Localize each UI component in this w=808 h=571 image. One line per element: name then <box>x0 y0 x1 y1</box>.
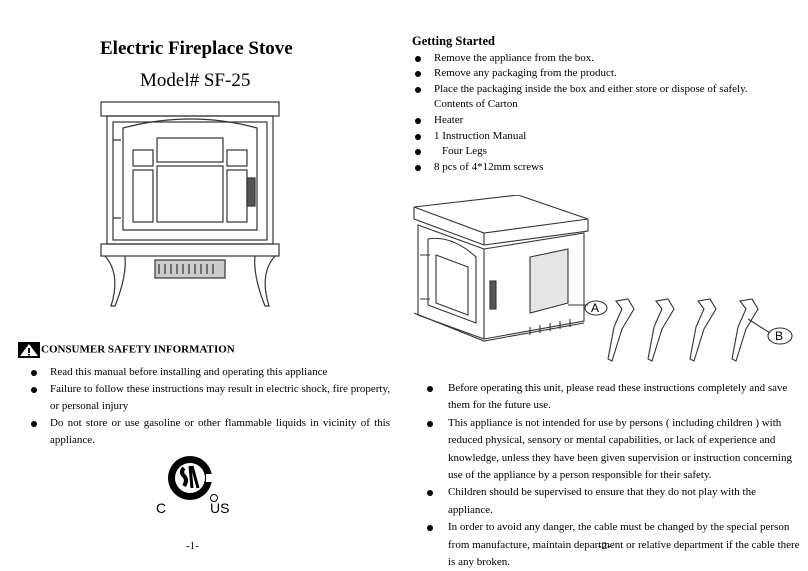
contents-list: Heater 1 Instruction Manual Four Legs 8 … <box>412 113 748 175</box>
list-item: Four Legs <box>412 144 748 160</box>
contents-heading: Contents of Carton <box>434 98 518 111</box>
model-number: Model# SF-25 <box>140 70 251 91</box>
cert-left-label: C <box>156 500 167 516</box>
csa-certification-mark: C US <box>154 454 234 520</box>
safety-heading: CONSUMER SAFETY INFORMATION <box>18 342 235 358</box>
list-item: Remove any packaging from the product. <box>412 66 748 82</box>
steps-list: Remove the appliance from the box. Remov… <box>412 51 748 98</box>
list-item: This appliance is not intended for use b… <box>424 415 802 485</box>
fireplace-front-illustration <box>100 101 280 307</box>
getting-started-section: Getting Started Remove the appliance fro… <box>412 34 748 175</box>
list-item: 1 Instruction Manual <box>412 129 748 145</box>
csa-logo-icon <box>168 456 218 502</box>
safety-list: Read this manual before installing and o… <box>28 364 390 449</box>
list-item: In order to avoid any danger, the cable … <box>424 519 802 571</box>
page-number-2: -2- <box>598 540 611 552</box>
list-item: Place the packaging inside the box and e… <box>412 82 748 98</box>
list-item: Children should be supervised to ensure … <box>424 484 802 519</box>
callout-b-label: B <box>775 329 784 343</box>
callout-a-label: A <box>591 301 600 315</box>
list-item: Failure to follow these instructions may… <box>28 381 390 415</box>
list-item: Heater <box>412 113 748 129</box>
page-number-1: -1- <box>186 540 199 552</box>
list-item: Before operating this unit, please read … <box>424 380 802 415</box>
warning-icon <box>18 342 40 358</box>
page-title: Electric Fireplace Stove <box>100 38 293 59</box>
notes-list: Before operating this unit, please read … <box>424 380 802 571</box>
section-heading: Getting Started <box>412 34 495 48</box>
list-item: Remove the appliance from the box. <box>412 51 748 67</box>
list-item: Do not store or use gasoline or other fl… <box>28 415 390 449</box>
carton-contents-illustration <box>413 195 793 362</box>
cert-right-label: US <box>210 500 230 516</box>
safety-heading-text: CONSUMER SAFETY INFORMATION <box>41 343 235 356</box>
list-item: Read this manual before installing and o… <box>28 364 390 381</box>
list-item: 8 pcs of 4*12mm screws <box>412 160 748 176</box>
